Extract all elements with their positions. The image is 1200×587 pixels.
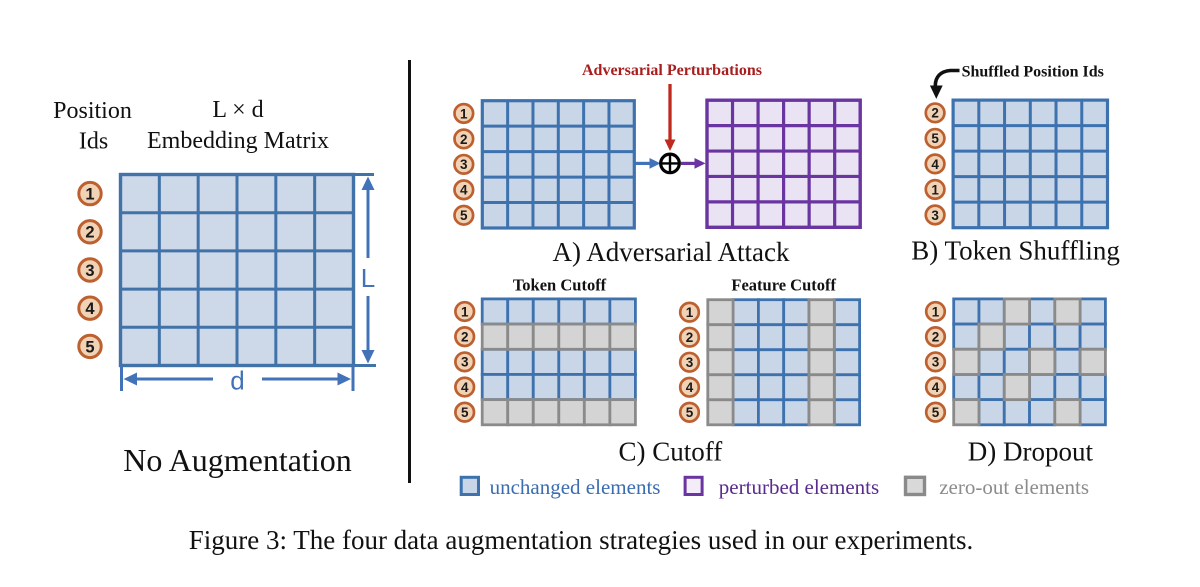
svg-text:4: 4 (932, 380, 940, 395)
svg-text:1: 1 (460, 106, 468, 121)
svg-text:5: 5 (85, 338, 94, 356)
svg-text:d: d (230, 366, 244, 396)
svg-text:3: 3 (932, 355, 940, 370)
svg-text:5: 5 (460, 208, 468, 223)
svg-text:perturbed elements: perturbed elements (719, 475, 879, 499)
svg-text:2: 2 (460, 132, 468, 147)
svg-text:5: 5 (932, 405, 940, 420)
svg-text:Ids: Ids (79, 129, 108, 155)
svg-text:2: 2 (931, 106, 939, 121)
svg-text:Embedding Matrix: Embedding Matrix (147, 128, 329, 154)
svg-text:1: 1 (461, 304, 469, 319)
svg-text:3: 3 (460, 157, 468, 172)
svg-text:1: 1 (85, 186, 94, 204)
svg-text:5: 5 (686, 405, 694, 420)
svg-text:L × d: L × d (212, 97, 263, 123)
svg-text:Shuffled Position Ids: Shuffled Position Ids (962, 63, 1104, 80)
svg-text:C) Cutoff: C) Cutoff (619, 437, 723, 467)
svg-text:2: 2 (85, 224, 94, 242)
svg-text:3: 3 (931, 208, 939, 223)
svg-text:2: 2 (686, 330, 694, 345)
svg-text:4: 4 (85, 300, 95, 318)
svg-text:1: 1 (931, 182, 939, 197)
svg-text:zero-out elements: zero-out elements (939, 475, 1089, 499)
svg-text:No Augmentation: No Augmentation (123, 442, 351, 478)
svg-text:Token Cutoff: Token Cutoff (513, 276, 607, 295)
svg-text:B) Token Shuffling: B) Token Shuffling (911, 236, 1120, 266)
svg-text:4: 4 (686, 380, 694, 395)
svg-text:Figure 3: The four data augmen: Figure 3: The four data augmentation str… (189, 525, 974, 555)
svg-text:4: 4 (461, 380, 469, 395)
svg-text:A) Adversarial Attack: A) Adversarial Attack (553, 237, 790, 267)
svg-text:2: 2 (461, 330, 469, 345)
svg-text:3: 3 (85, 262, 94, 280)
svg-text:5: 5 (461, 405, 469, 420)
svg-text:4: 4 (460, 183, 468, 198)
svg-text:D) Dropout: D) Dropout (968, 437, 1094, 467)
svg-text:Adversarial Perturbations: Adversarial Perturbations (582, 62, 762, 79)
svg-text:3: 3 (461, 355, 469, 370)
svg-text:L: L (361, 263, 375, 293)
svg-text:1: 1 (932, 304, 940, 319)
svg-text:2: 2 (932, 330, 940, 345)
svg-text:Feature Cutoff: Feature Cutoff (731, 276, 836, 295)
svg-text:1: 1 (686, 305, 694, 320)
svg-text:unchanged elements: unchanged elements (490, 475, 661, 499)
svg-text:Position: Position (53, 98, 132, 124)
svg-text:3: 3 (686, 355, 694, 370)
svg-text:5: 5 (931, 131, 939, 146)
svg-text:4: 4 (931, 157, 939, 172)
